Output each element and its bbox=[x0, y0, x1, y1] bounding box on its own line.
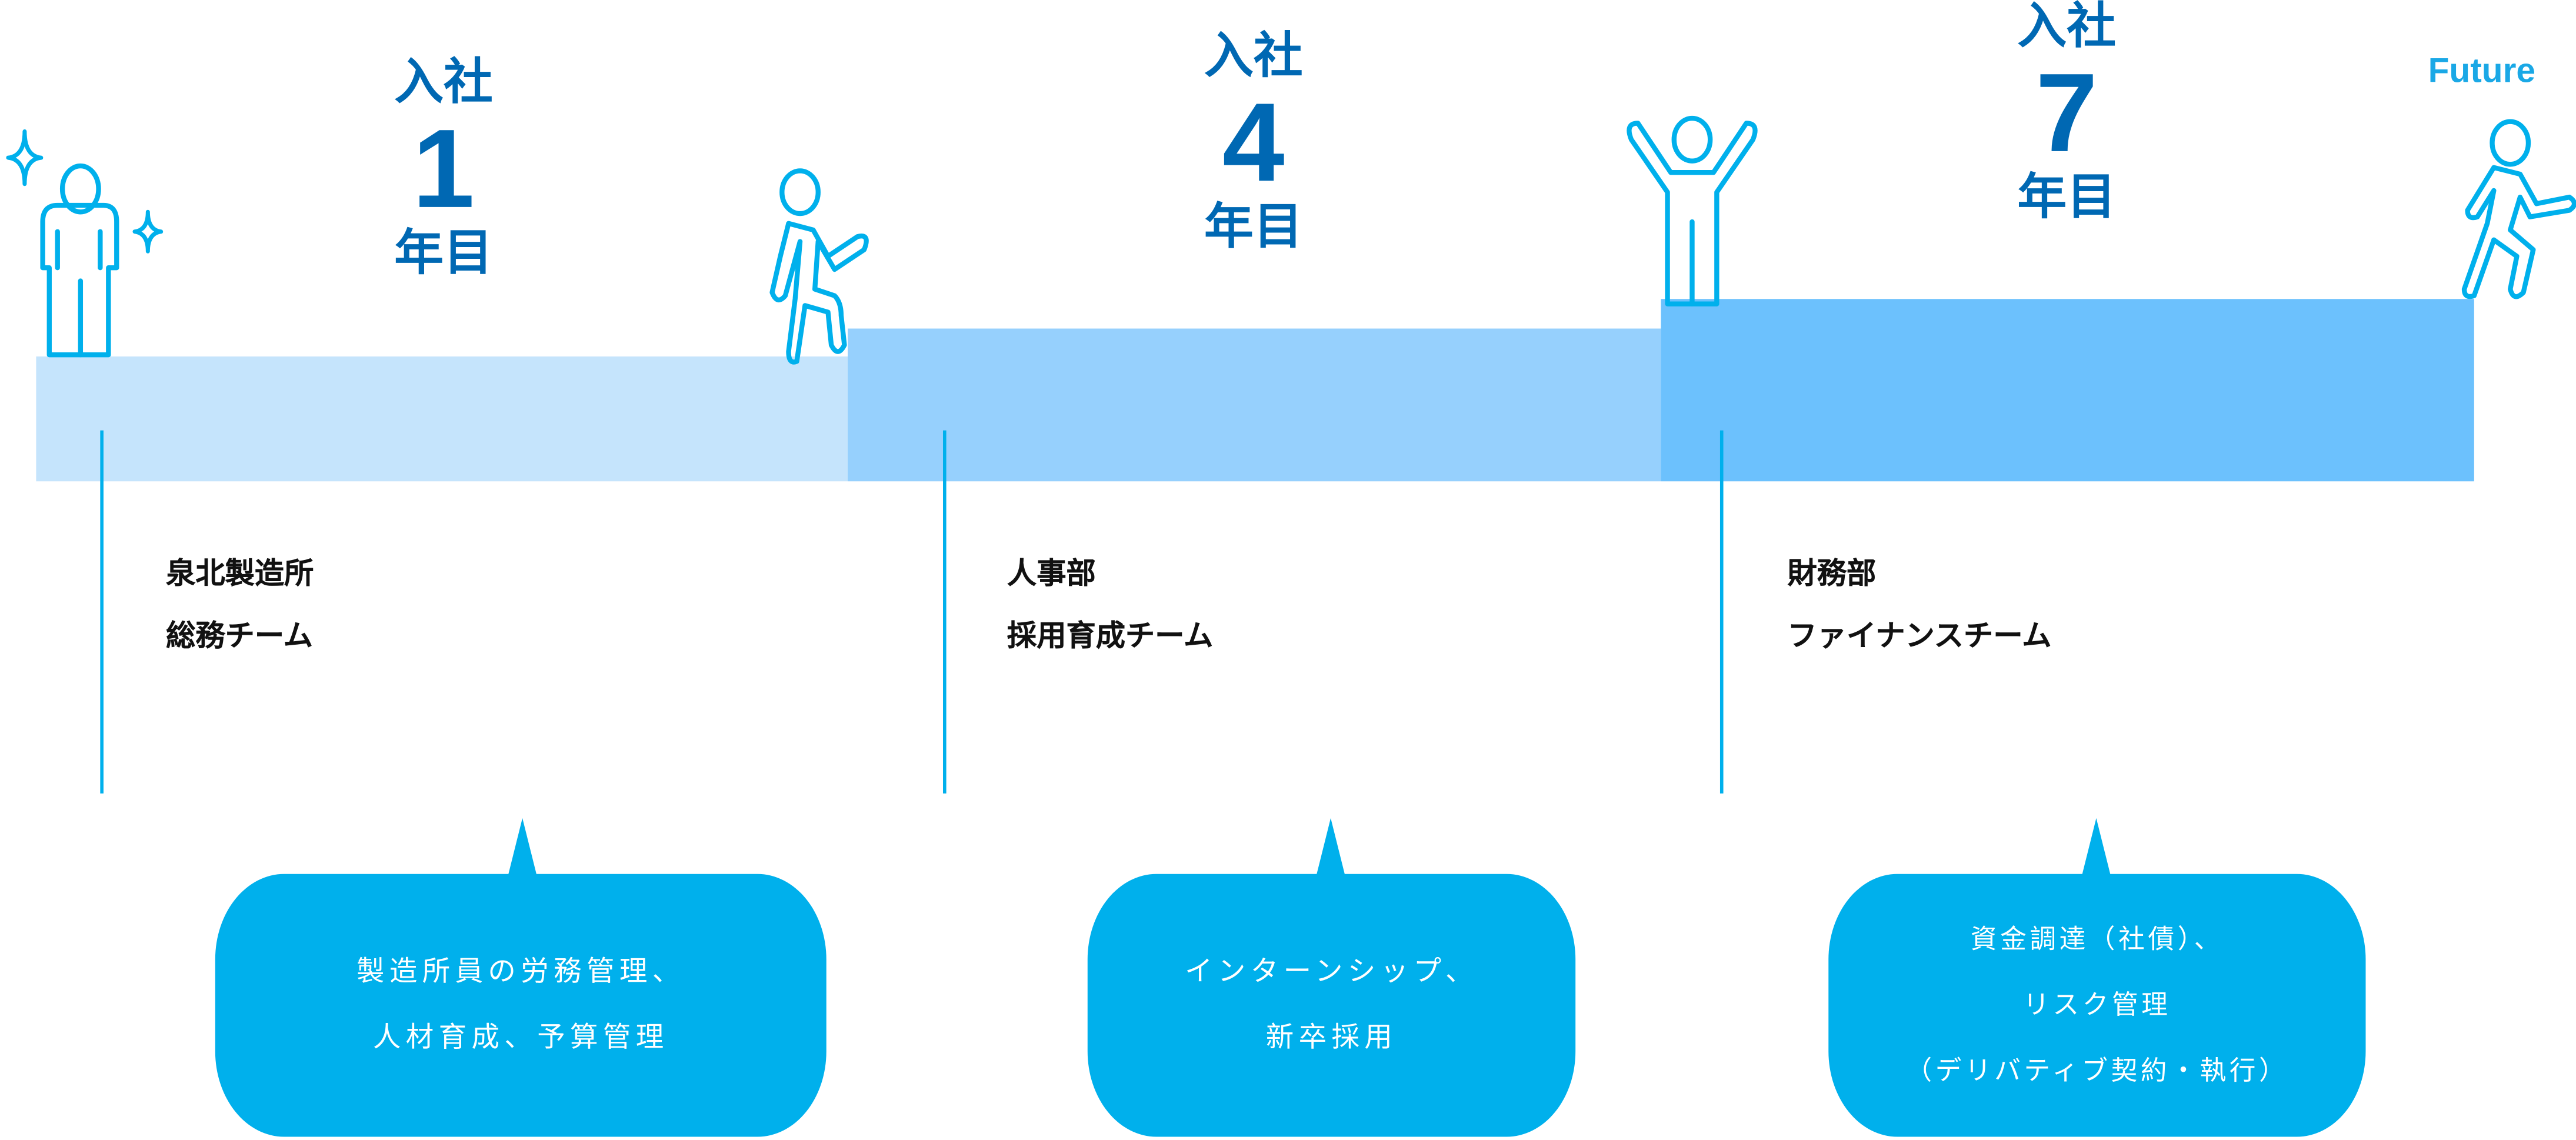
duty-line: インターンシップ、 bbox=[1185, 956, 1478, 989]
department-name: 泉北製造所 bbox=[166, 556, 314, 592]
timeline-marker-2 bbox=[943, 430, 946, 794]
timeline-bar-year7 bbox=[1661, 299, 2474, 482]
year-suffix: 年目 bbox=[394, 225, 493, 283]
year-suffix: 年目 bbox=[1204, 198, 1303, 256]
duty-line: リスク管理 bbox=[2023, 989, 2171, 1021]
bubble-tail-2 bbox=[1315, 818, 1346, 878]
person-running-icon bbox=[2461, 119, 2576, 299]
stage-heading-3: 入社 7 年目 bbox=[1952, 0, 2182, 226]
stage-heading-2: 入社 4 年目 bbox=[1138, 29, 1368, 256]
duty-bubble-3: 資金調達（社債）、 リスク管理 （デリバティブ契約・執行） bbox=[1828, 874, 2366, 1137]
duty-line: 資金調達（社債）、 bbox=[1970, 923, 2224, 955]
join-label: 入社 bbox=[2017, 0, 2116, 56]
duty-line: 人材育成、予算管理 bbox=[372, 1022, 669, 1055]
duty-line: （デリバティブ契約・執行） bbox=[1905, 1054, 2289, 1086]
year-number: 7 bbox=[2035, 51, 2098, 176]
bubble-tail-3 bbox=[2081, 818, 2111, 878]
duty-bubble-2: インターンシップ、 新卒採用 bbox=[1087, 874, 1576, 1137]
department-name: 人事部 bbox=[1007, 556, 1096, 592]
stage-heading-1: 入社 1 年目 bbox=[329, 54, 559, 283]
year-number: 1 bbox=[412, 106, 475, 232]
duty-line: 新卒採用 bbox=[1265, 1022, 1398, 1055]
timeline-bar-year4 bbox=[848, 328, 1661, 482]
person-climbing-icon bbox=[769, 168, 869, 365]
join-label: 入社 bbox=[1204, 28, 1303, 86]
team-name: ファイナンスチーム bbox=[1787, 619, 2052, 654]
duty-line: 製造所員の労務管理、 bbox=[356, 956, 685, 989]
department-2: 人事部 採用育成チーム bbox=[1007, 544, 1213, 668]
year-number: 4 bbox=[1222, 80, 1285, 206]
join-label: 入社 bbox=[394, 54, 493, 112]
person-cheering-icon bbox=[1627, 115, 1758, 306]
person-standing-sparkle-icon bbox=[6, 129, 164, 358]
timeline-marker-3 bbox=[1719, 430, 1723, 794]
duty-bubble-1: 製造所員の労務管理、 人材育成、予算管理 bbox=[215, 874, 827, 1137]
year-suffix: 年目 bbox=[2017, 169, 2116, 227]
department-name: 財務部 bbox=[1787, 556, 1877, 592]
team-name: 総務チーム bbox=[166, 619, 313, 654]
bubble-tail-1 bbox=[507, 818, 538, 878]
timeline-bar-year1 bbox=[36, 356, 848, 482]
future-label: Future bbox=[2428, 52, 2536, 91]
timeline-marker-1 bbox=[100, 430, 103, 794]
department-1: 泉北製造所 総務チーム bbox=[166, 544, 314, 668]
department-3: 財務部 ファイナンスチーム bbox=[1787, 544, 2051, 668]
team-name: 採用育成チーム bbox=[1007, 619, 1214, 654]
